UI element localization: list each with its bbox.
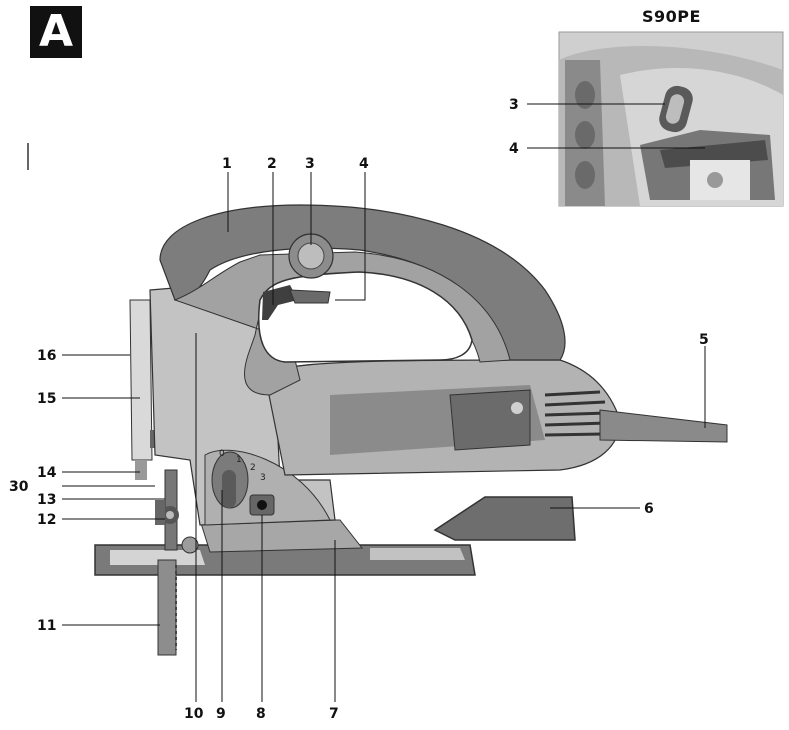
callout-12: 12 (37, 512, 56, 528)
inset-photo (558, 31, 784, 207)
callout-15: 15 (37, 391, 56, 407)
callout-2: 2 (267, 156, 277, 172)
figure-badge: A (30, 6, 82, 58)
callout-14: 14 (37, 465, 57, 481)
callout-10: 10 (184, 706, 204, 722)
callout-4: 4 (359, 156, 369, 172)
inset-callout-3: 3 (509, 97, 519, 113)
callout-1: 1 (222, 156, 232, 172)
callout-13: 13 (37, 492, 56, 508)
model-label: S90PE (642, 7, 701, 26)
jigsaw-body (94, 204, 728, 656)
callout-5: 5 (699, 332, 709, 348)
leader-lines (62, 103, 706, 702)
dial-mark-2: 2 (250, 463, 256, 473)
callout-9: 9 (216, 706, 226, 722)
dial-mark-0: 0 (219, 449, 225, 459)
callout-7: 7 (329, 706, 339, 722)
callout-3: 3 (305, 156, 315, 172)
dial-mark-3: 3 (260, 473, 266, 483)
callout-30: 30 (9, 479, 29, 495)
dial-mark-1: 1 (236, 455, 242, 465)
callout-11: 11 (37, 618, 56, 634)
callout-8: 8 (256, 706, 266, 722)
inset-callout-4: 4 (509, 141, 519, 157)
callout-16: 16 (37, 348, 56, 364)
callout-6: 6 (644, 501, 654, 517)
